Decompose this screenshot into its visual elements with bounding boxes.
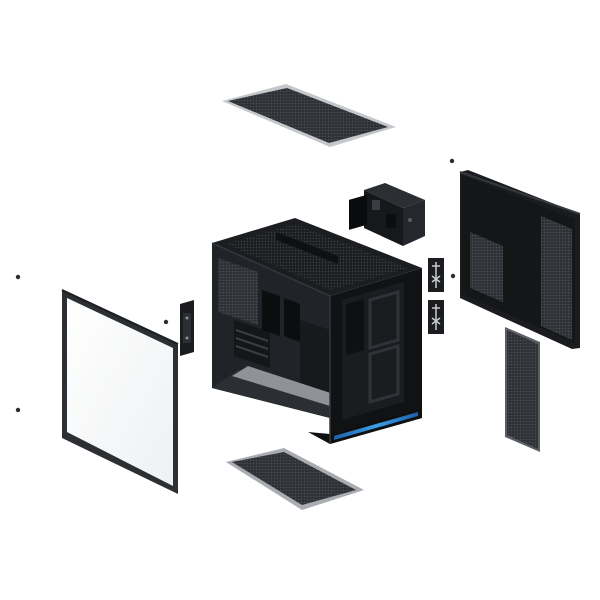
top-dust-filter — [222, 84, 396, 147]
rear-side-panel — [459, 170, 581, 349]
ssd-bracket — [180, 300, 194, 356]
bottom-dust-filter — [226, 448, 364, 510]
screw — [15, 158, 456, 413]
side-mesh-filter — [505, 327, 540, 452]
fan-hub-bracket — [428, 258, 444, 334]
drive-cage — [364, 183, 425, 246]
side-glass-panel — [61, 289, 179, 494]
main-chassis — [211, 194, 422, 444]
